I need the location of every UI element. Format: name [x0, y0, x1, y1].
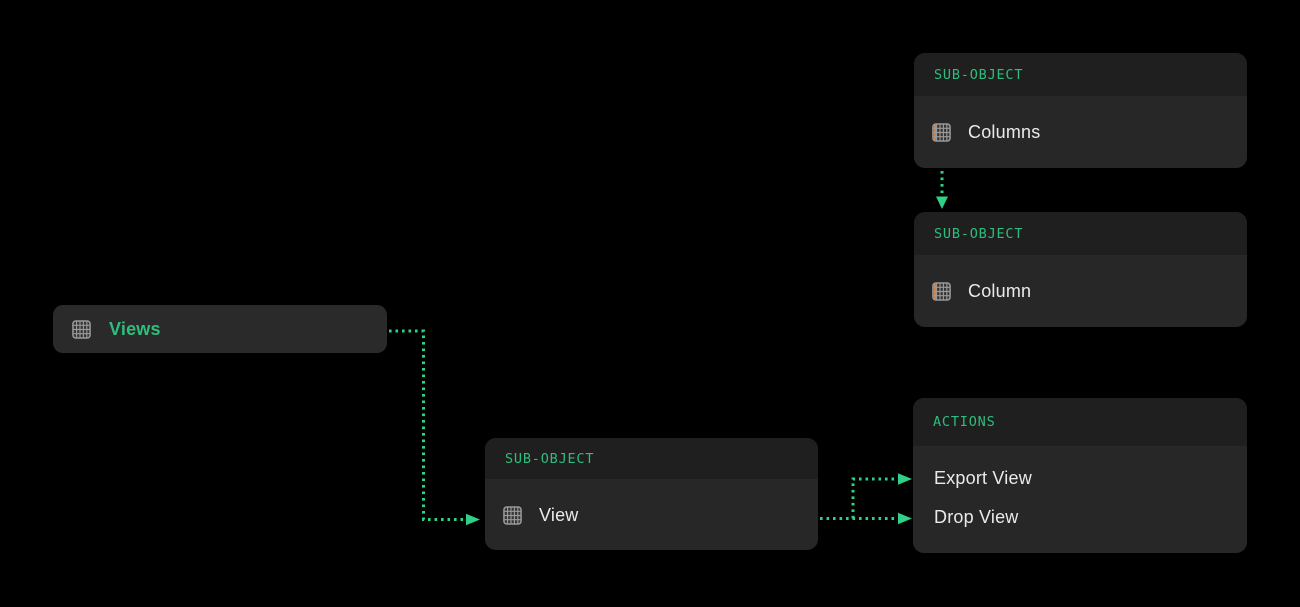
node-label: Views — [109, 318, 161, 339]
node-views[interactable]: Views — [53, 305, 387, 353]
node-label: Columns — [968, 122, 1041, 142]
arrowhead-icon — [936, 196, 948, 209]
action-label: Export View — [934, 468, 1032, 488]
table-grid-icon — [503, 505, 522, 525]
node-type-label: ACTIONS — [933, 414, 996, 430]
table-column-icon — [932, 282, 951, 301]
table-grid-icon — [72, 319, 91, 339]
table-column-icon — [932, 123, 951, 142]
node-type-label: SUB-OBJECT — [934, 66, 1024, 83]
node-header: ACTIONS — [913, 398, 1247, 447]
node-header: SUB-OBJECT — [485, 438, 818, 480]
node-label: Column — [968, 281, 1032, 301]
action-item-drop-view[interactable]: Drop View — [934, 498, 1247, 537]
node-actions[interactable]: ACTIONS Export View Drop View — [913, 398, 1247, 553]
node-column[interactable]: SUB-OBJECT Column — [914, 212, 1247, 327]
action-item-export-view[interactable]: Export View — [934, 459, 1247, 498]
node-header: SUB-OBJECT — [914, 53, 1247, 97]
connector-view-to-export-view — [851, 477, 895, 519]
node-type-label: SUB-OBJECT — [934, 225, 1024, 242]
node-header: SUB-OBJECT — [914, 212, 1247, 256]
node-type-label: SUB-OBJECT — [505, 450, 595, 467]
node-label: View — [539, 504, 579, 525]
arrowhead-icon — [898, 512, 912, 525]
node-view[interactable]: SUB-OBJECT View — [485, 438, 818, 550]
node-columns[interactable]: SUB-OBJECT Columns — [914, 53, 1247, 168]
arrowhead-icon — [466, 513, 480, 526]
action-label: Drop View — [934, 507, 1019, 527]
arrowhead-icon — [898, 473, 912, 485]
connector-views-to-view — [389, 329, 463, 521]
